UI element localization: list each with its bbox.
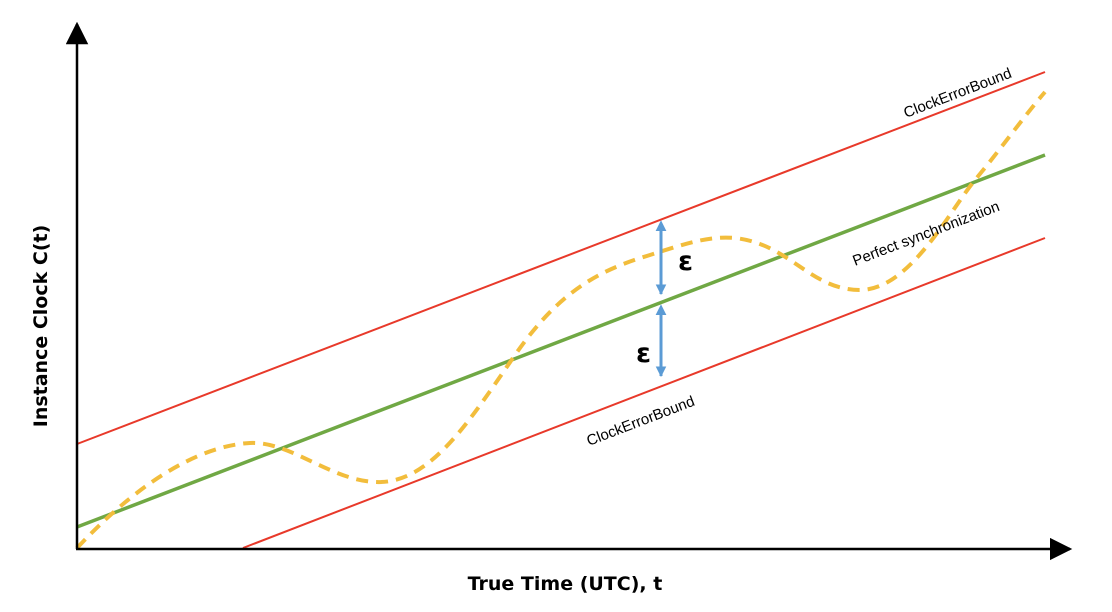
epsilon-upper-label: ε bbox=[678, 246, 693, 277]
y-axis-title: Instance Clock C(t) bbox=[30, 225, 52, 428]
epsilon-lower-label: ε bbox=[636, 338, 651, 369]
lower-bound-line bbox=[242, 237, 1046, 549]
perfect-sync-label: Perfect synchronization bbox=[850, 198, 1002, 270]
x-axis-title: True Time (UTC), t bbox=[468, 573, 663, 595]
upper-bound-line bbox=[76, 71, 1046, 445]
lower-bound-label: ClockErrorBound bbox=[584, 393, 697, 450]
perfect-sync-line bbox=[76, 153, 1046, 529]
clock-curve bbox=[75, 90, 1047, 550]
upper-bound-label: ClockErrorBound bbox=[901, 65, 1014, 122]
